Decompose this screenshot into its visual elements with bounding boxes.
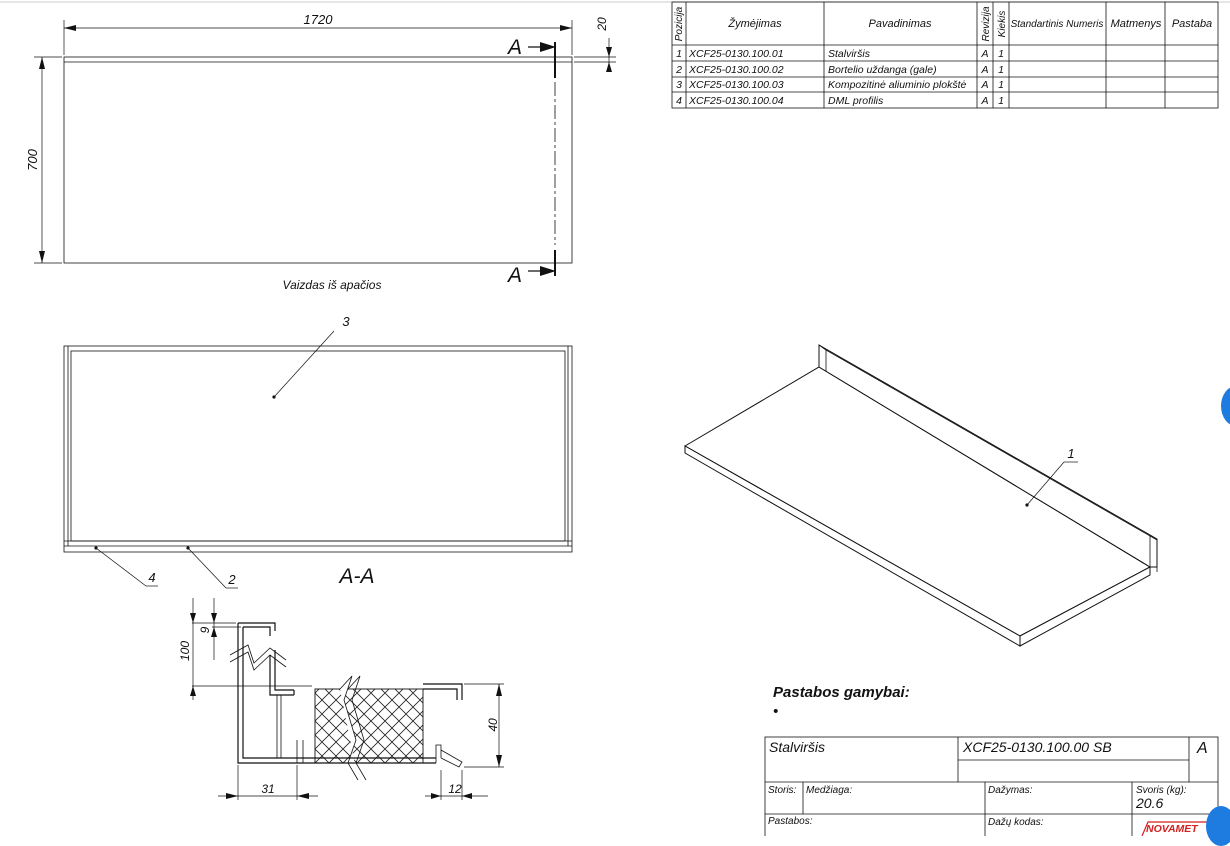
bom-header-position: Pozicija: [674, 6, 685, 41]
bom-row-4-rev: A: [980, 95, 988, 107]
bom-header-note: Pastaba: [1172, 18, 1212, 30]
side-scroll-handle[interactable]: [1221, 386, 1230, 426]
title-material-label: Medžiaga:: [806, 785, 852, 796]
dim-31-text: 31: [261, 782, 274, 796]
width-dimension-text: 1720: [304, 12, 334, 27]
bom-row-4-qty: 1: [998, 95, 1004, 107]
bom-row-2-qty: 1: [998, 64, 1004, 76]
bottom-view: 1720 700 20 A A Vaizdas iš apačios: [25, 12, 616, 292]
section-outer-outline: [63, 345, 573, 553]
bom-row-4-name: DML profilis: [828, 95, 884, 107]
bom-row-2-rev: A: [980, 64, 988, 76]
title-weight-label: Svoris (kg):: [1136, 785, 1187, 796]
isometric-view: 1: [684, 344, 1158, 647]
section-mark-bottom: A: [506, 264, 522, 287]
dim-9-text: 9: [198, 626, 212, 633]
title-revision: A: [1196, 740, 1208, 757]
bom-row-2-code: XCF25-0130.100.02: [688, 64, 784, 76]
bom-header-designation: Žymėjimas: [727, 17, 782, 30]
height-dimension-text: 700: [25, 148, 40, 170]
bom-row-3-qty: 1: [998, 79, 1004, 91]
title-thickness-label: Storis:: [768, 785, 797, 796]
production-notes-bullet: •: [773, 703, 778, 720]
bom-row-2-pos: 2: [675, 64, 682, 76]
bottom-view-caption: Vaizdas iš apačios: [283, 278, 382, 292]
profile-detail: 100 9 40 31 12: [178, 598, 504, 800]
bom-header-name: Pavadinimas: [869, 18, 932, 30]
bom-header-dimensions: Matmenys: [1111, 18, 1162, 30]
dim-100-text: 100: [178, 641, 192, 661]
bom-row-4-pos: 4: [676, 95, 682, 107]
callout-3: 3: [342, 314, 350, 329]
bom-row-3-rev: A: [980, 79, 988, 91]
bom-row-2-name: Bortelio uždanga (gale): [828, 64, 937, 76]
bom-row-3-pos: 3: [676, 79, 682, 91]
section-mark-top: A: [506, 36, 522, 59]
bom-row-3-code: XCF25-0130.100.03: [688, 79, 784, 91]
callout-2: 2: [227, 572, 236, 587]
company-logo: NOVAMET: [1146, 823, 1199, 835]
bom-row-4-code: XCF25-0130.100.04: [688, 95, 784, 107]
dim-40-text: 40: [486, 718, 500, 732]
production-notes-title: Pastabos gamybai:: [773, 684, 910, 701]
callout-4: 4: [148, 570, 155, 585]
section-title: A-A: [337, 565, 374, 588]
bom-row-1-code: XCF25-0130.100.01: [688, 48, 784, 60]
corner-action-button[interactable]: [1206, 806, 1230, 846]
bom-header-revision: Revizija: [981, 6, 992, 41]
dim-12-text: 12: [448, 782, 462, 796]
bom-row-1-rev: A: [980, 48, 988, 60]
title-paint-label: Dažymas:: [988, 785, 1033, 796]
title-block: Stalviršis XCF25-0130.100.00 SB A Storis…: [764, 736, 1219, 836]
bottom-view-outline: [63, 56, 573, 264]
title-drawing-number: XCF25-0130.100.00 SB: [962, 739, 1112, 755]
section-view: 3 4 2 A-A: [63, 314, 573, 589]
bom-row-1-qty: 1: [998, 48, 1004, 60]
bom-row-3-name: Kompozitinė aliuminio plokštė: [828, 79, 966, 91]
iso-upstand: [818, 344, 1158, 568]
callout-1: 1: [1067, 446, 1074, 461]
bom-table: Pozicija Žymėjimas Pavadinimas Revizija …: [671, 1, 1219, 109]
title-weight-value: 20.6: [1135, 795, 1163, 811]
thickness-dimension-text: 20: [595, 17, 609, 32]
composite-panel-outline: [70, 350, 566, 542]
title-paint-code-label: Dažų kodas:: [988, 817, 1044, 828]
title-notes-label: Pastabos:: [768, 816, 813, 827]
hatched-core: [314, 688, 424, 764]
bom-header-quantity: Kiekis: [997, 11, 1008, 38]
bom-row-1-name: Stalviršis: [828, 48, 871, 60]
bom-header-standard: Standartinis Numeris: [1011, 19, 1104, 30]
bom-row-1-pos: 1: [676, 48, 682, 60]
title-part-name: Stalviršis: [769, 739, 825, 755]
